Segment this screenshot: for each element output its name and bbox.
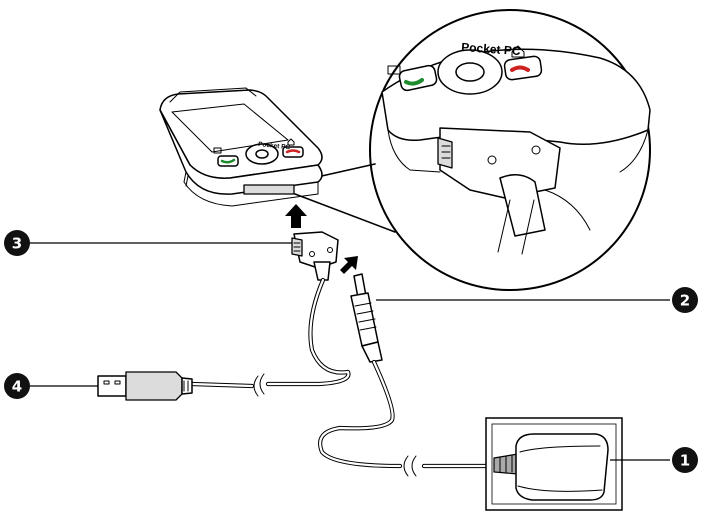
dc-plug: [350, 273, 383, 363]
sync-connector: [291, 231, 339, 281]
device-call-button-icon: [220, 158, 236, 164]
device-end-button-icon: [285, 149, 301, 154]
adapter-cable-break: [403, 455, 417, 477]
zoom-call-button-icon: [404, 78, 424, 86]
insert-arrow-plug: [340, 256, 358, 274]
svg-text:3: 3: [12, 235, 22, 253]
callout-badge-2: 2: [672, 287, 698, 313]
device-brand-label: Pocket PC: [258, 141, 291, 151]
zoom-detail: Pocket PC: [294, 9, 651, 291]
svg-text:2: 2: [680, 292, 690, 310]
device-calendar-icon: [213, 147, 222, 154]
zoom-calendar-icon: [387, 65, 401, 75]
usb-plug: [97, 371, 193, 401]
svg-text:1: 1: [680, 452, 690, 470]
svg-text:4: 4: [12, 378, 22, 396]
zoom-end-button-icon: [510, 65, 530, 72]
device-home-icon: [287, 138, 295, 146]
zoom-home-icon: [511, 45, 525, 58]
zoom-leader-bottom: [294, 193, 396, 233]
pocket-pc-device: Pocket PC: [159, 87, 323, 207]
zoom-sync-connector: [437, 127, 591, 255]
ac-adapter: [485, 417, 623, 511]
callout-badge-1: 1: [672, 447, 698, 473]
insert-arrow-connector: [285, 204, 307, 228]
callout-badge-3: 3: [4, 230, 30, 256]
zoom-brand-label: Pocket PC: [461, 40, 522, 58]
callout-badge-4: 4: [4, 373, 30, 399]
zoom-device-closeup: Pocket PC: [381, 40, 651, 173]
device-sync-port: [243, 184, 295, 195]
cables: [189, 277, 499, 477]
usb-cable-break: [253, 373, 265, 397]
